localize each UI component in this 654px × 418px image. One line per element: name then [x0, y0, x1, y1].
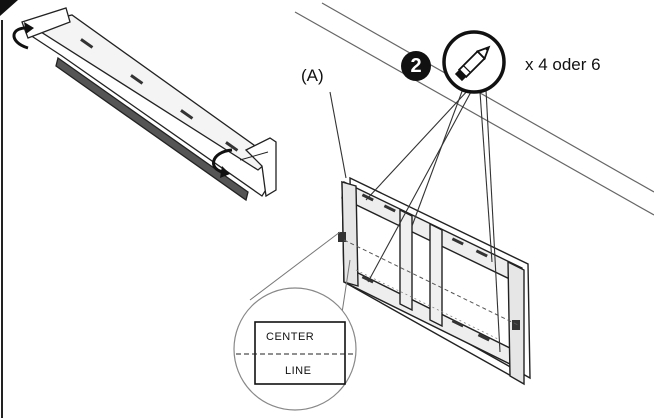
wall-plate-slots [338, 193, 520, 342]
pencil-icon [454, 45, 491, 82]
quantity-label: x 4 oder 6 [525, 55, 601, 74]
mounting-rail [21, 7, 277, 202]
part-a-label: (A) [301, 66, 324, 85]
wall-edge [294, 2, 654, 216]
line-label: LINE [285, 365, 312, 377]
center-line-magnifier [233, 231, 357, 411]
step-number-badge: 2 [401, 51, 431, 81]
corner-marker [0, 0, 18, 16]
rotate-arrow-right-head-icon [220, 166, 230, 178]
center-label: CENTER [266, 331, 315, 343]
plate-center-line [343, 239, 521, 327]
rotate-arrow-left-head-icon [24, 22, 34, 34]
part-a-leader [329, 91, 347, 179]
plate-inner-guide [355, 269, 501, 341]
pencil-leader-lines [365, 85, 501, 353]
rotate-arrow-right-icon [212, 148, 233, 174]
